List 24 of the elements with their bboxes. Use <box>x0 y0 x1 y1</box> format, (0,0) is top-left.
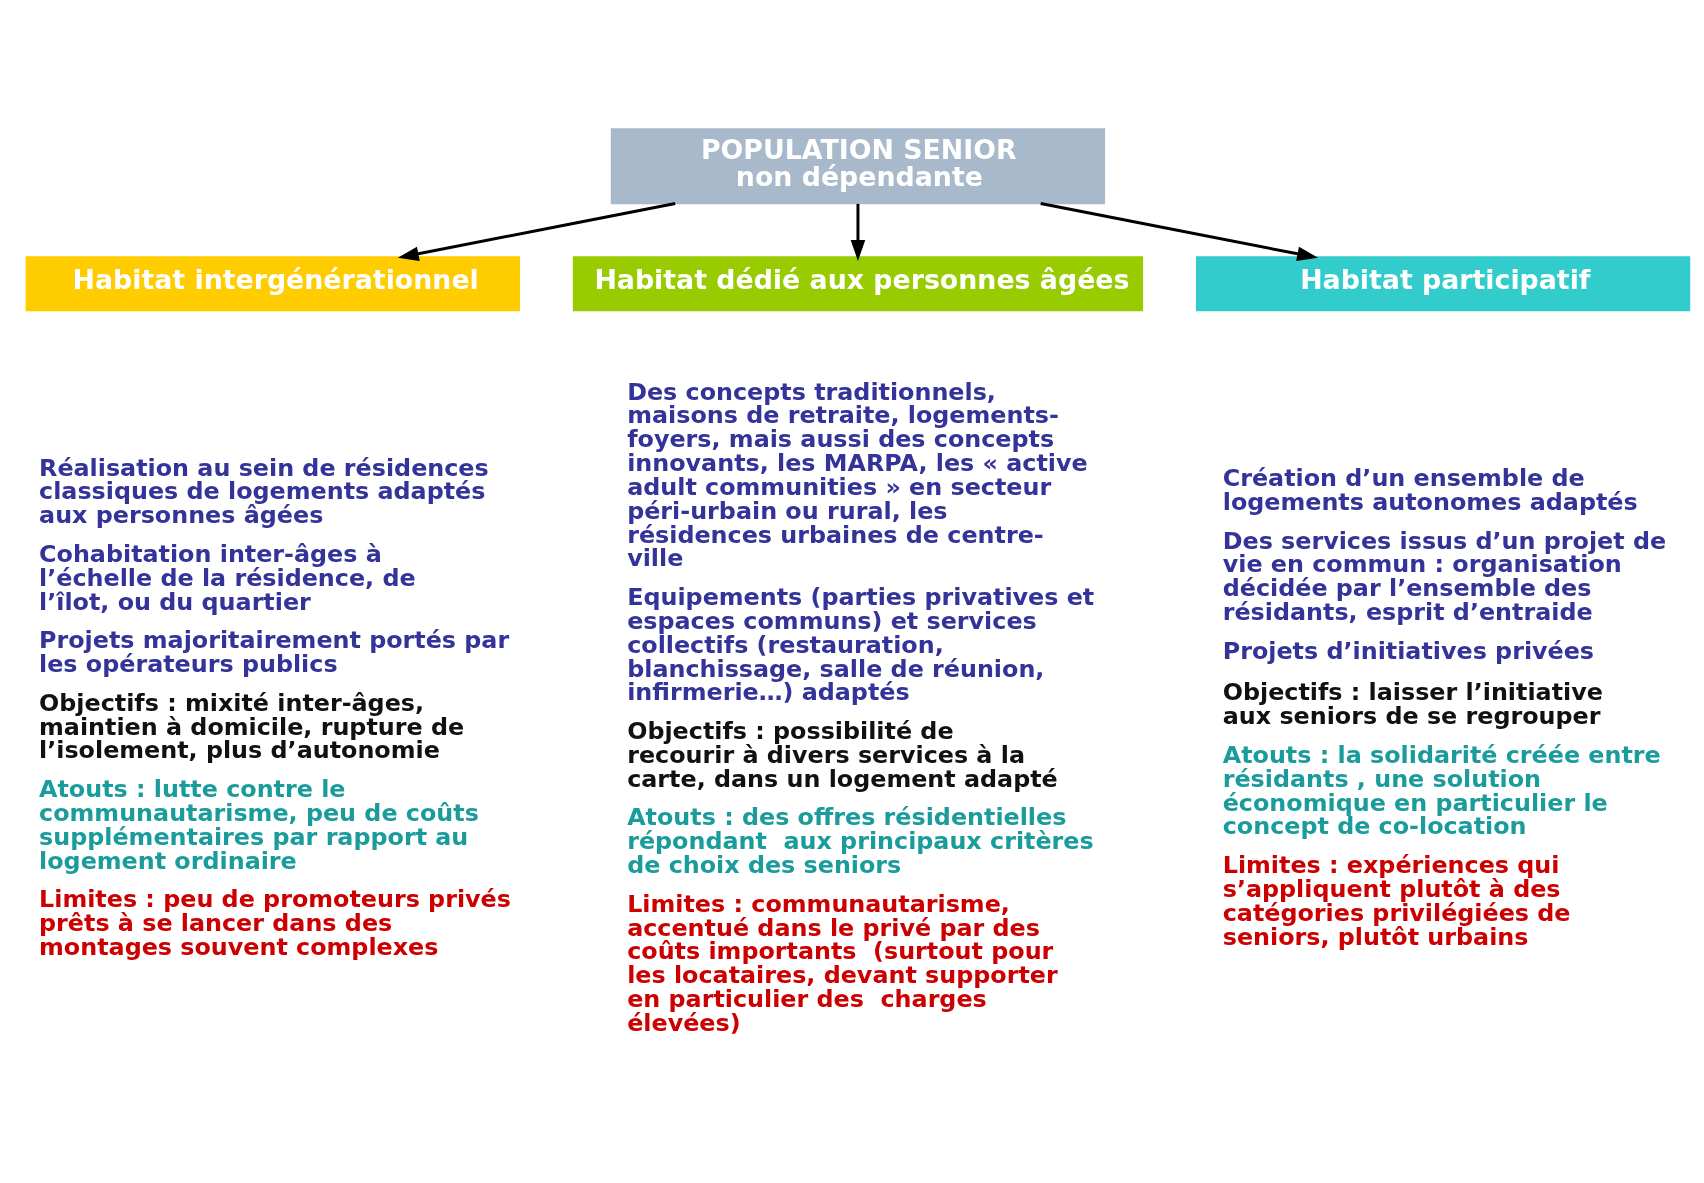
node-label: Création d’un ensemble de logements autonomes adaptés <box>1222 463 1638 516</box>
node-label: Objectifs : mixité inter-âges, maintien à domicile, rupture de l’isolement, plus d’autonomie <box>39 688 465 764</box>
node-label: Atouts : lutte contre le communautarisme, peu de coûts supplémentaires par rapport au logement ordinaire <box>39 774 479 875</box>
arrow <box>850 203 866 261</box>
node-box: Habitat intergénérationnel <box>25 255 520 311</box>
node-label: Cohabitation inter-âges à l’échelle de la résidence, de l’îlot, ou du quartier <box>39 539 416 616</box>
node-label: Objectifs : possibilité de recourir à divers services à la carte, dans un logement adapté <box>627 716 1058 793</box>
node-box: Habitat participatif <box>1195 255 1691 311</box>
node-label: Atouts : des offres résidentielles répondant aux principaux critères de choix des seniors <box>627 802 1094 879</box>
arrow <box>1040 201 1319 261</box>
node-label: Objectifs : laisser l’initiative aux seniors de se regrouper <box>1222 677 1603 730</box>
arrow <box>397 201 676 261</box>
node-label: Des services issus d’un projet de vie en commun : organisation décidée par l’ensemble des résidants, esprit d’entraide <box>1222 526 1667 626</box>
node-label: Projets d’initiatives privées <box>1222 636 1595 665</box>
node-label: Réalisation au sein de résidences classiques de logements adaptés aux personnes âgées <box>39 453 489 529</box>
node-box: Habitat dédié aux personnes âgées <box>572 255 1144 311</box>
node-box: POPULATION SENIOR non dépendante <box>610 127 1106 204</box>
node-label: Equipements (parties privatives et espaces communs) et services collectifs (restauration, blanchissage, salle de réunion, infirmerie…) adaptés <box>627 582 1095 706</box>
node-label: Limites : expériences qui s’appliquent plutôt à des catégories privilégiées de seniors, plutôt urbains <box>1222 850 1571 951</box>
node-label: Projets majoritairement portés par les opérateurs publics <box>39 625 510 678</box>
node-label: Des concepts traditionnels, maisons de retraite, logements-foyers, mais aussi des concepts innovants, les MARPA, les « active adult communities » en secteur péri-urbain ou rural, les résidences urbaines de centre-ville <box>627 377 1088 572</box>
node-label: Limites : communautarisme, accentué dans le privé par des coûts importants (surtout pour les locataires, devant supporter en particulier des charges élevées) <box>627 889 1058 1037</box>
node-label: Limites : peu de promoteurs privés prêts à se lancer dans des montages souvent complexes <box>39 884 511 961</box>
node-label: Atouts : la solidarité créée entre résidants , une solution économique en particulier le concept de co-location <box>1222 740 1661 840</box>
